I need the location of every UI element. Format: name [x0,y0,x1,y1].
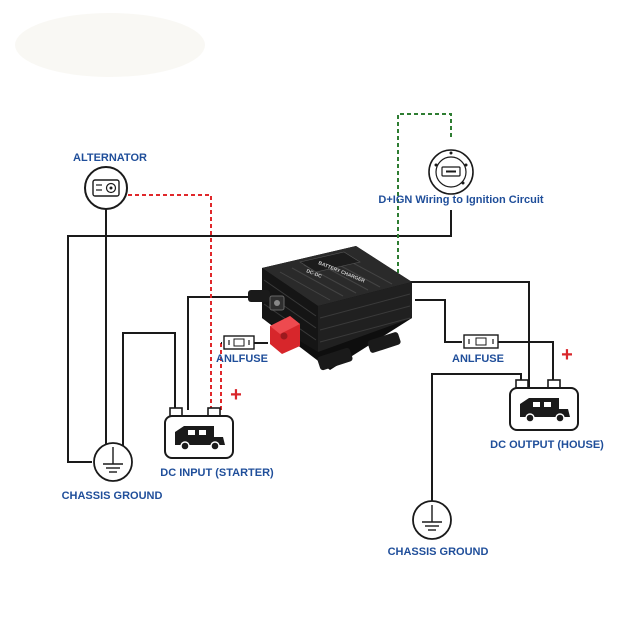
wire-charger-to-fuse [415,299,462,343]
chassis-ground-right: CHASSIS GROUND [388,500,489,558]
chassis-ground-right-label: CHASSIS GROUND [388,546,489,558]
fuse-right: ANLFUSE [452,334,504,365]
dc-input-battery: + DC INPUT (STARTER) [160,384,274,479]
wire-top-bus [67,210,452,463]
alternator: ALTERNATOR [73,152,147,210]
wire-alternator-signal [128,194,212,410]
dc-output-battery: + DC OUTPUT (HOUSE) [490,344,604,451]
wire-ignition-signal [397,113,452,280]
anlfuse-left-label: ANLFUSE [216,353,268,365]
ignition-switch: D+IGN Wiring to Ignition Circuit [378,149,544,206]
plus-left: + [230,384,242,406]
positive-terminal [270,316,300,354]
charger-label-2: DC-DC [305,268,323,280]
chassis-ground-left: CHASSIS GROUND [62,442,163,502]
wire-output-positive [498,341,554,387]
anlfuse-right-label: ANLFUSE [452,353,504,365]
wire-charger-output [400,281,530,387]
background-blur [15,13,205,77]
chassis-ground-left-label: CHASSIS GROUND [62,490,163,502]
plus-right: + [561,344,573,366]
ignition-label: D+IGN Wiring to Ignition Circuit [378,194,544,206]
fuse-left: ANLFUSE [216,335,268,365]
wire-charger-input [187,296,250,410]
dc-input-label: DC INPUT (STARTER) [160,467,274,479]
charger-device: BATTERY CHARGER DC-DC [248,246,412,371]
dc-output-label: DC OUTPUT (HOUSE) [490,439,604,451]
fuse-icon [463,334,499,349]
fuse-icon [223,335,255,350]
alternator-label: ALTERNATOR [73,152,147,164]
